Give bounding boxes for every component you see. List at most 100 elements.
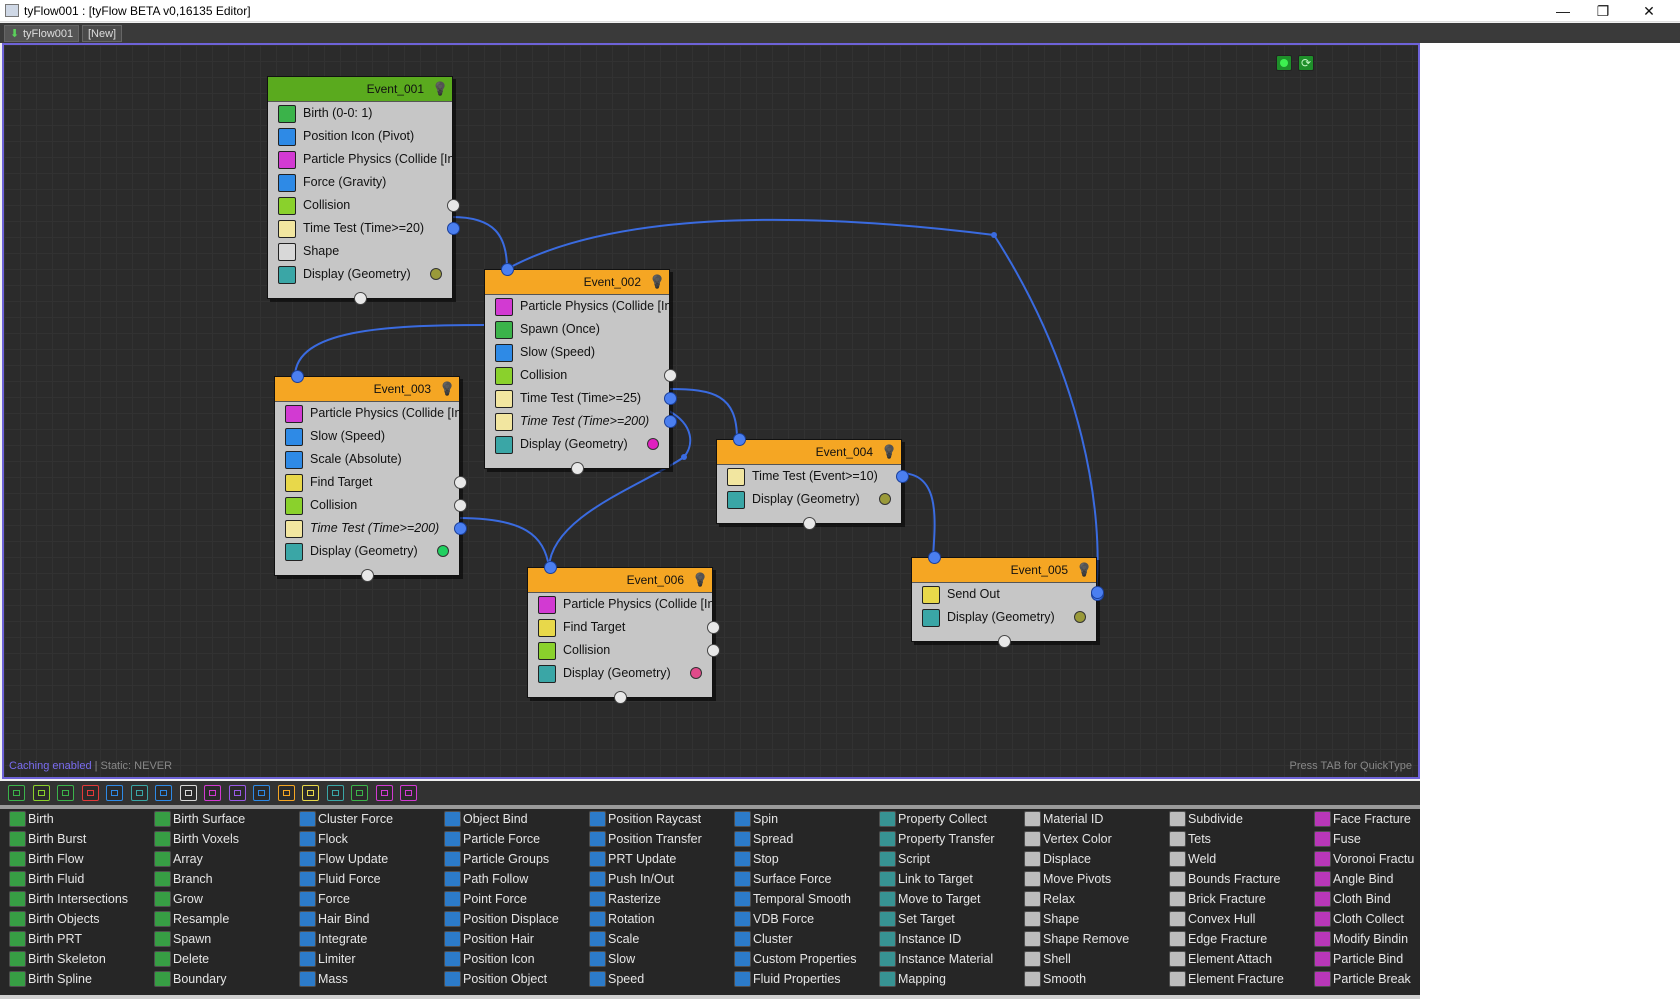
palette-operator[interactable]: Birth Voxels <box>145 829 290 849</box>
palette-operator[interactable]: Birth Spline <box>0 969 145 989</box>
palette-operator[interactable]: Fuse <box>1305 829 1420 849</box>
operator-row[interactable]: Particle Physics (Collide [In... <box>485 295 669 318</box>
close-button[interactable]: ✕ <box>1643 3 1655 19</box>
palette-operator[interactable]: Particle Bind <box>1305 949 1420 969</box>
palette-operator[interactable]: Convex Hull <box>1160 909 1305 929</box>
operator-row[interactable]: Display (Geometry) <box>528 662 712 685</box>
bulb-icon[interactable]: 💡 <box>881 444 898 459</box>
palette-operator[interactable]: Position Transfer <box>580 829 725 849</box>
output-port[interactable] <box>664 369 677 382</box>
operator-row[interactable]: Shape <box>268 240 452 263</box>
palette-operator[interactable]: Shape <box>1015 909 1160 929</box>
palette-operator[interactable]: PRT Update <box>580 849 725 869</box>
palette-operator[interactable]: Element Attach <box>1160 949 1305 969</box>
operator-row[interactable]: Position Icon (Pivot) <box>268 125 452 148</box>
operator-row[interactable]: Time Test (Time>=25) <box>485 387 669 410</box>
palette-operator[interactable]: Set Target <box>870 909 1015 929</box>
palette-operator[interactable]: Push In/Out <box>580 869 725 889</box>
refresh-icon[interactable]: ⟳ <box>1298 55 1314 71</box>
palette-operator[interactable]: Flow Update <box>290 849 435 869</box>
flow-graph-canvas[interactable]: ⟳ Event_001💡Birth (0-0: 1)Position Icon … <box>2 43 1420 779</box>
output-port[interactable] <box>447 222 460 235</box>
palette-divider[interactable] <box>0 805 1420 809</box>
operator-row[interactable]: Collision <box>528 639 712 662</box>
palette-operator[interactable]: Position Raycast <box>580 809 725 829</box>
bottom-port[interactable] <box>998 635 1011 648</box>
output-port[interactable] <box>707 644 720 657</box>
output-port[interactable] <box>454 476 467 489</box>
palette-operator[interactable]: Tets <box>1160 829 1305 849</box>
event-header[interactable]: Event_001💡 <box>268 77 452 102</box>
bulb-icon[interactable]: 💡 <box>649 274 666 289</box>
bulb-icon[interactable]: 💡 <box>1076 562 1093 577</box>
operator-row[interactable]: Time Test (Time>=200) <box>275 517 459 540</box>
palette-operator[interactable]: Slow <box>580 949 725 969</box>
palette-operator[interactable]: Force <box>290 889 435 909</box>
bulb-icon[interactable]: 💡 <box>432 81 449 96</box>
palette-operator[interactable]: Voronoi Fractu <box>1305 849 1420 869</box>
palette-operator[interactable]: Branch <box>145 869 290 889</box>
output-port[interactable] <box>447 199 460 212</box>
bulb-icon[interactable]: 💡 <box>439 381 456 396</box>
palette-operator[interactable]: Particle Groups <box>435 849 580 869</box>
operator-row[interactable]: Scale (Absolute) <box>275 448 459 471</box>
palette-operator[interactable]: Fluid Properties <box>725 969 870 989</box>
palette-operator[interactable]: Temporal Smooth <box>725 889 870 909</box>
palette-operator[interactable]: Cloth Collect <box>1305 909 1420 929</box>
cache-status-icon[interactable] <box>1276 55 1292 71</box>
palette-operator[interactable]: Property Transfer <box>870 829 1015 849</box>
palette-operator[interactable]: Object Bind <box>435 809 580 829</box>
operator-row[interactable]: Send Out <box>912 583 1096 606</box>
bottom-port[interactable] <box>571 462 584 475</box>
palette-operator[interactable]: Bounds Fracture <box>1160 869 1305 889</box>
palette-filter-button[interactable] <box>81 785 99 801</box>
palette-operator[interactable]: Shell <box>1015 949 1160 969</box>
palette-operator[interactable]: Edge Fracture <box>1160 929 1305 949</box>
palette-operator[interactable]: Birth PRT <box>0 929 145 949</box>
operator-row[interactable]: Find Target <box>528 616 712 639</box>
operator-row[interactable]: Spawn (Once) <box>485 318 669 341</box>
palette-filter-button[interactable] <box>326 785 344 801</box>
palette-operator[interactable]: Resample <box>145 909 290 929</box>
palette-operator[interactable]: Birth Objects <box>0 909 145 929</box>
operator-row[interactable]: Display (Geometry) <box>485 433 669 456</box>
operator-row[interactable]: Slow (Speed) <box>275 425 459 448</box>
palette-operator[interactable]: Position Icon <box>435 949 580 969</box>
palette-operator[interactable]: Birth Skeleton <box>0 949 145 969</box>
palette-operator[interactable]: Link to Target <box>870 869 1015 889</box>
event-header[interactable]: Event_006💡 <box>528 568 712 593</box>
operator-row[interactable]: Collision <box>275 494 459 517</box>
palette-operator[interactable]: Subdivide <box>1160 809 1305 829</box>
palette-operator[interactable]: Hair Bind <box>290 909 435 929</box>
palette-operator[interactable]: Birth Surface <box>145 809 290 829</box>
input-port[interactable] <box>291 370 304 383</box>
event-node-2[interactable]: Event_002💡Particle Physics (Collide [In.… <box>484 263 677 475</box>
palette-operator[interactable]: Angle Bind <box>1305 869 1420 889</box>
palette-operator[interactable]: Script <box>870 849 1015 869</box>
event-node-6[interactable]: Event_006💡Particle Physics (Collide [In.… <box>527 561 720 704</box>
palette-operator[interactable]: Birth <box>0 809 145 829</box>
palette-operator[interactable]: Stop <box>725 849 870 869</box>
event-header[interactable]: Event_005💡 <box>912 558 1096 583</box>
palette-operator[interactable]: Flock <box>290 829 435 849</box>
display-color-dot[interactable] <box>690 667 702 679</box>
minimize-button[interactable]: — <box>1556 3 1570 19</box>
palette-operator[interactable]: Spawn <box>145 929 290 949</box>
palette-operator[interactable]: Fluid Force <box>290 869 435 889</box>
operator-row[interactable]: Display (Geometry) <box>268 263 452 286</box>
tab-tyflow001[interactable]: ⬇ tyFlow001 <box>4 25 80 42</box>
palette-operator[interactable]: Custom Properties <box>725 949 870 969</box>
palette-operator[interactable]: Path Follow <box>435 869 580 889</box>
palette-operator[interactable]: Face Fracture <box>1305 809 1420 829</box>
palette-operator[interactable]: Particle Break <box>1305 969 1420 989</box>
bottom-port[interactable] <box>361 569 374 582</box>
wire-e002-e004[interactable] <box>668 388 738 440</box>
palette-operator[interactable]: Relax <box>1015 889 1160 909</box>
display-color-dot[interactable] <box>430 268 442 280</box>
palette-operator[interactable]: Particle Force <box>435 829 580 849</box>
palette-operator[interactable]: Vertex Color <box>1015 829 1160 849</box>
palette-operator[interactable]: Point Force <box>435 889 580 909</box>
palette-operator[interactable]: Displace <box>1015 849 1160 869</box>
output-port[interactable] <box>454 522 467 535</box>
wire-e003-e006[interactable] <box>457 517 550 568</box>
